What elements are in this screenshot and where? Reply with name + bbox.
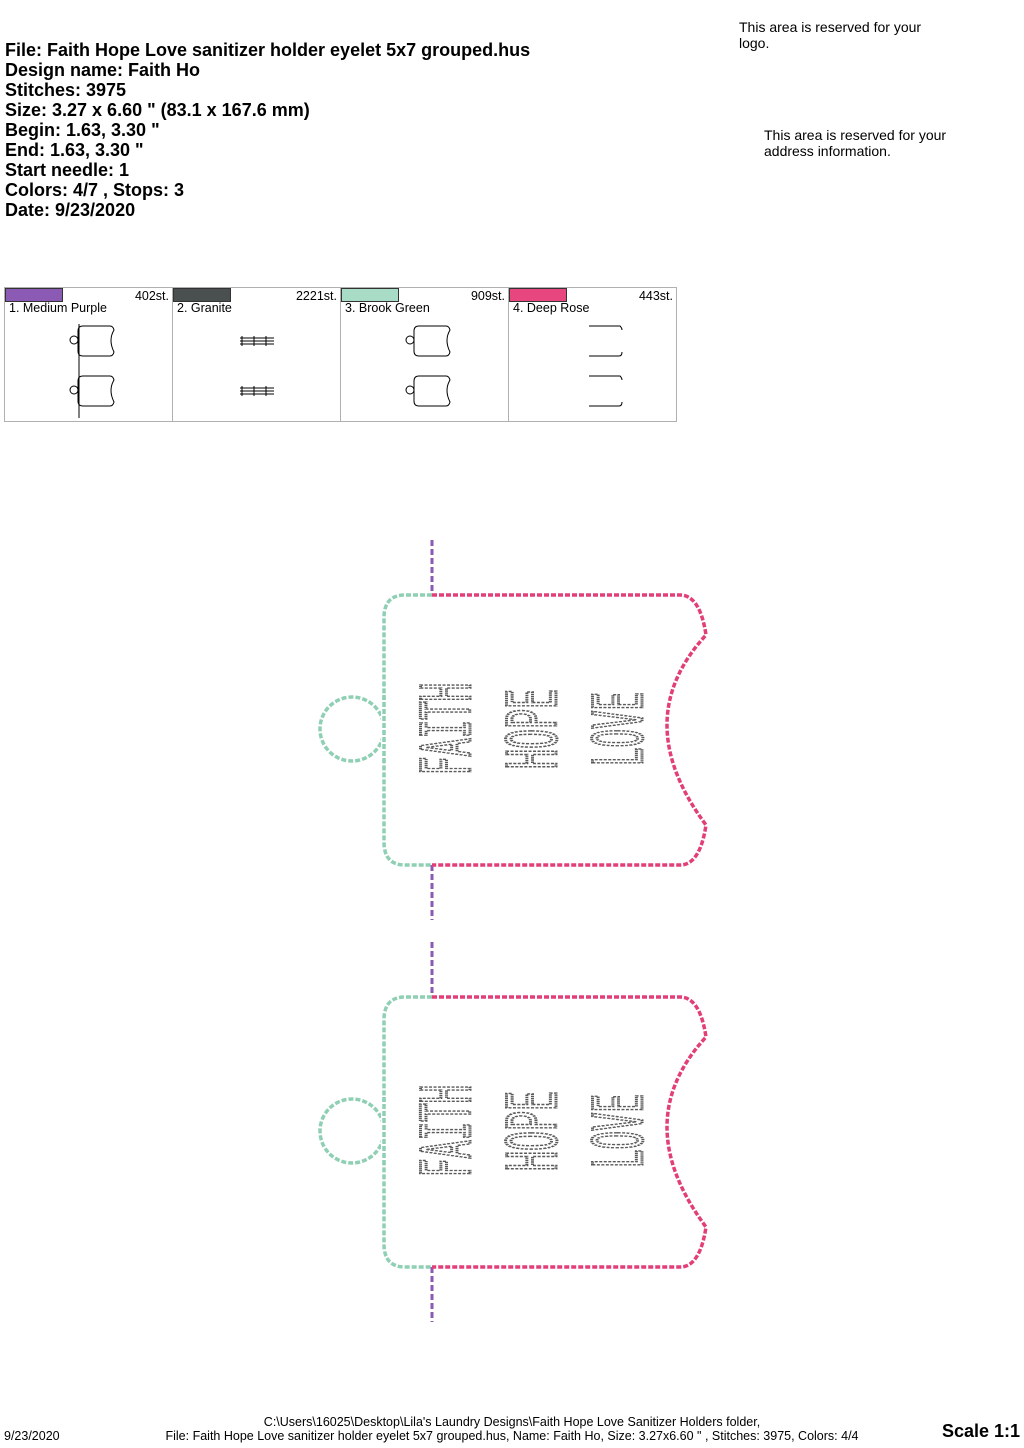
address-placeholder-note: This area is reserved for your address i… xyxy=(764,127,947,159)
step-thumbnail xyxy=(589,325,623,407)
thread-color-table: 402st. 1. Medium Purple 2221st. 2. Grani… xyxy=(4,287,677,422)
thread-stitch-count: 402st. xyxy=(134,289,169,303)
stitch-count: Stitches: 3975 xyxy=(5,80,127,100)
design-date: Date: 9/23/2020 xyxy=(5,200,136,220)
start-needle: Start needle: 1 xyxy=(5,160,130,180)
footer-file-info: C:\Users\16025\Desktop\Lila's Laundry De… xyxy=(165,1415,858,1443)
thread-color-name: 2. Granite xyxy=(177,301,232,315)
color-swatch xyxy=(341,288,399,302)
design-size: Size: 3.27 x 6.60 " (83.1 x 167.6 mm) xyxy=(5,100,310,120)
word-hope-top: HOPE xyxy=(494,689,573,769)
begin-point: Begin: 1.63, 3.30 " xyxy=(5,120,160,140)
word-hope-bottom: HOPE xyxy=(494,1091,573,1171)
thread-stitch-count: 909st. xyxy=(470,289,505,303)
thread-stitch-count: 2221st. xyxy=(295,289,337,303)
thread-color-cell: 402st. 1. Medium Purple xyxy=(5,288,173,421)
thread-stitch-count: 443st. xyxy=(638,289,673,303)
design-preview: FAITH HOPE LOVE FAITH HOPE LOVE xyxy=(0,520,1024,1340)
thread-color-cell: 443st. 4. Deep Rose xyxy=(509,288,676,421)
color-swatch xyxy=(173,288,231,302)
thread-color-name: 1. Medium Purple xyxy=(9,301,107,315)
word-faith-top: FAITH xyxy=(408,683,487,775)
footer-path-line: C:\Users\16025\Desktop\Lila's Laundry De… xyxy=(263,1415,761,1429)
footer-date: 9/23/2020 xyxy=(4,1429,60,1443)
thread-color-cell: 2221st. 2. Granite xyxy=(173,288,341,421)
step-thumbnail xyxy=(240,336,274,396)
word-love-top: LOVE xyxy=(580,692,659,766)
word-faith-bottom: FAITH xyxy=(408,1085,487,1177)
word-love-bottom: LOVE xyxy=(580,1094,659,1168)
design-info: File: Faith Hope Love sanitizer holder e… xyxy=(5,40,530,220)
thread-color-name: 4. Deep Rose xyxy=(513,301,590,315)
end-point: End: 1.63, 3.30 " xyxy=(5,140,144,160)
color-stops: Colors: 4/7 , Stops: 3 xyxy=(5,180,185,200)
step-thumbnail xyxy=(69,324,115,418)
color-swatch xyxy=(509,288,567,302)
color-swatch xyxy=(5,288,63,302)
step-thumbnail xyxy=(405,325,451,407)
thread-color-cell: 909st. 3. Brook Green xyxy=(341,288,509,421)
scale-label: Scale 1:1 xyxy=(941,1421,1020,1441)
file-name: File: Faith Hope Love sanitizer holder e… xyxy=(5,40,531,60)
logo-placeholder-note: This area is reserved for your logo. xyxy=(739,19,922,51)
footer-summary-line: File: Faith Hope Love sanitizer holder e… xyxy=(165,1429,859,1443)
thread-color-name: 3. Brook Green xyxy=(345,301,430,315)
design-name: Design name: Faith Ho xyxy=(5,60,201,80)
